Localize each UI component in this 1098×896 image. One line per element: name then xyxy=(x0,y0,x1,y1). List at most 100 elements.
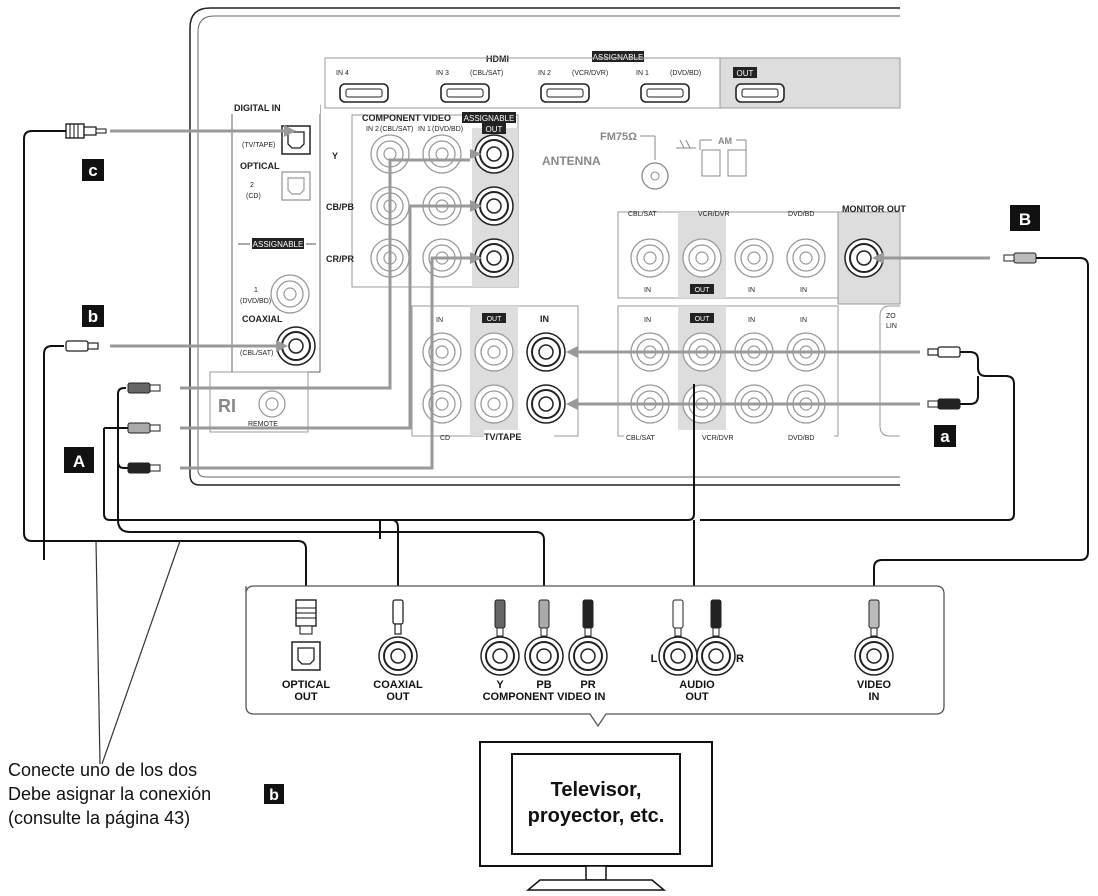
device-component-y-port[interactable] xyxy=(480,636,520,676)
component-in1-y[interactable] xyxy=(422,134,462,174)
audio-l-plug xyxy=(927,346,961,358)
hdmi-section: HDMI ASSIGNABLE IN 4 IN 3 (CBL/SAT) IN 2… xyxy=(324,51,901,109)
coaxial-cable-plug xyxy=(65,340,99,352)
device-optical-plug xyxy=(295,599,317,635)
device-video-label-2: IN xyxy=(869,691,880,703)
line-partial-label: LIN xyxy=(886,323,897,330)
signal-arrows xyxy=(110,125,990,470)
device-component-pb-port[interactable] xyxy=(524,636,564,676)
hdmi-out-port[interactable] xyxy=(735,83,785,103)
note-line-2: Debe asignar la conexión xyxy=(8,784,212,804)
device-audio-l-port[interactable] xyxy=(658,636,698,676)
video-in-dvdbd[interactable] xyxy=(786,238,826,278)
hdmi-out-badge: OUT xyxy=(737,69,754,78)
video-in-vcrdvr[interactable] xyxy=(734,238,774,278)
badge-c: c xyxy=(82,159,104,181)
video-in-1-label: IN xyxy=(644,287,651,294)
svg-text:b: b xyxy=(269,787,279,804)
audio-r-plug xyxy=(927,398,961,410)
optical-label: OPTICAL xyxy=(240,161,280,171)
device-coaxial-label-1: COAXIAL xyxy=(373,679,423,691)
audio-tvtape-label: TV/TAPE xyxy=(484,432,521,442)
component-y-plug xyxy=(127,382,161,394)
svg-text:b: b xyxy=(88,307,98,326)
source-device-panel: OPTICAL OUT COAXIAL OUT Y PB PR COMPONEN… xyxy=(245,585,945,728)
optical-cable-plug xyxy=(65,123,107,139)
television: Televisor, proyector, etc. xyxy=(479,741,713,891)
audio-cd-in-label: IN xyxy=(436,317,443,324)
device-audio-r-label: R xyxy=(736,653,744,665)
digital-in-section: DIGITAL IN (TV/TAPE) OPTICAL 2 (CD) ASSI… xyxy=(228,100,321,373)
audio-tvtape-out-r[interactable] xyxy=(474,384,514,424)
audio-tvtape-in-r[interactable] xyxy=(526,384,566,424)
device-video-in-port[interactable] xyxy=(854,636,894,676)
component-in2-label: IN 2 xyxy=(366,126,379,133)
component-row-y: Y xyxy=(332,151,338,161)
component-row-pr: CR/PR xyxy=(326,254,355,264)
coaxial-1-port[interactable] xyxy=(270,274,310,314)
video-cable-plug xyxy=(1003,252,1037,264)
remote-section: RI REMOTE xyxy=(209,371,309,433)
video-out-badge: OUT xyxy=(695,287,711,294)
audio-tvtape-in-l[interactable] xyxy=(526,332,566,372)
audio-cd-label: CD xyxy=(440,435,450,442)
video-col-vcrdvr: VCR/DVR xyxy=(698,211,730,218)
svg-text:a: a xyxy=(940,427,950,446)
hdmi-in2-port[interactable] xyxy=(540,83,590,103)
video-out-vcrdvr[interactable] xyxy=(682,238,722,278)
am-terminal-1[interactable] xyxy=(701,149,721,177)
device-component-video-in-label: COMPONENT VIDEO IN xyxy=(483,691,606,703)
svg-text:B: B xyxy=(1019,210,1031,229)
device-component-pr-port[interactable] xyxy=(568,636,608,676)
hdmi-in1-port[interactable] xyxy=(640,83,690,103)
device-coaxial-plug xyxy=(392,599,404,635)
device-pb-label: PB xyxy=(536,679,551,691)
video-section: CBL/SAT VCR/DVR DVD/BD MONITOR OUT IN OU… xyxy=(617,204,906,305)
cables xyxy=(23,130,1089,765)
tv-label-line1: Televisor, xyxy=(551,779,642,801)
hdmi-in3-port[interactable] xyxy=(440,83,490,103)
audio-section: IN OUT IN CD TV/TAPE IN OUT IN IN CBL/SA… xyxy=(411,305,900,442)
component-in2-sub: (CBL/SAT) xyxy=(380,126,413,133)
am-terminal-2[interactable] xyxy=(727,149,747,177)
hdmi-in4-port[interactable] xyxy=(339,83,389,103)
tv-label-line2: proyector, etc. xyxy=(528,805,665,827)
coax-2-sub: (CBL/SAT) xyxy=(240,350,273,357)
hdmi-in2-sub: (VCR/DVR) xyxy=(572,70,608,77)
audio-cd-in-l[interactable] xyxy=(422,332,462,372)
svg-text:c: c xyxy=(88,161,97,180)
device-optical-out-port[interactable] xyxy=(291,641,321,671)
remote-label: REMOTE xyxy=(248,421,278,428)
receiver-rear-panel xyxy=(189,7,900,486)
plugs xyxy=(65,123,1037,474)
component-video-section: COMPONENT VIDEO ASSIGNABLE IN 2 (CBL/SAT… xyxy=(326,112,519,288)
optical-2-port[interactable] xyxy=(281,171,311,201)
device-coaxial-out-port[interactable] xyxy=(378,636,418,676)
hdmi-in1-sub: (DVD/BD) xyxy=(670,70,701,77)
device-video-label-1: VIDEO xyxy=(857,679,892,691)
video-in-3-label: IN xyxy=(800,287,807,294)
component-in1-sub: (DVD/BD) xyxy=(432,126,463,133)
note-line-1: Conecte uno de los dos xyxy=(8,760,198,780)
badge-B: B xyxy=(1010,205,1040,231)
device-audio-l-label: L xyxy=(651,653,658,665)
device-pr-label: PR xyxy=(580,679,595,691)
video-col-dvdbd: DVD/BD xyxy=(788,211,814,218)
audio-bottom-cblsat: CBL/SAT xyxy=(626,435,655,442)
component-in1-label: IN 1 xyxy=(418,126,431,133)
audio-tvtape-out-l[interactable] xyxy=(474,332,514,372)
audio-in-dvdbd: IN xyxy=(800,317,807,324)
video-in-cblsat[interactable] xyxy=(630,238,670,278)
device-audio-r-port[interactable] xyxy=(696,636,736,676)
antenna-section: FM75Ω ANTENNA AM xyxy=(542,131,747,190)
audio-cd-in-r[interactable] xyxy=(422,384,462,424)
component-assignable-badge: ASSIGNABLE xyxy=(464,114,515,123)
hdmi-in2-label: IN 2 xyxy=(538,70,551,77)
coax-1-num: 1 xyxy=(254,287,258,294)
device-audio-plugs xyxy=(672,599,722,637)
audio-in-vcrdvr: IN xyxy=(748,317,755,324)
device-optical-label-1: OPTICAL xyxy=(282,679,331,691)
badge-b: b xyxy=(82,305,104,327)
device-audio-label-2: OUT xyxy=(685,691,709,703)
